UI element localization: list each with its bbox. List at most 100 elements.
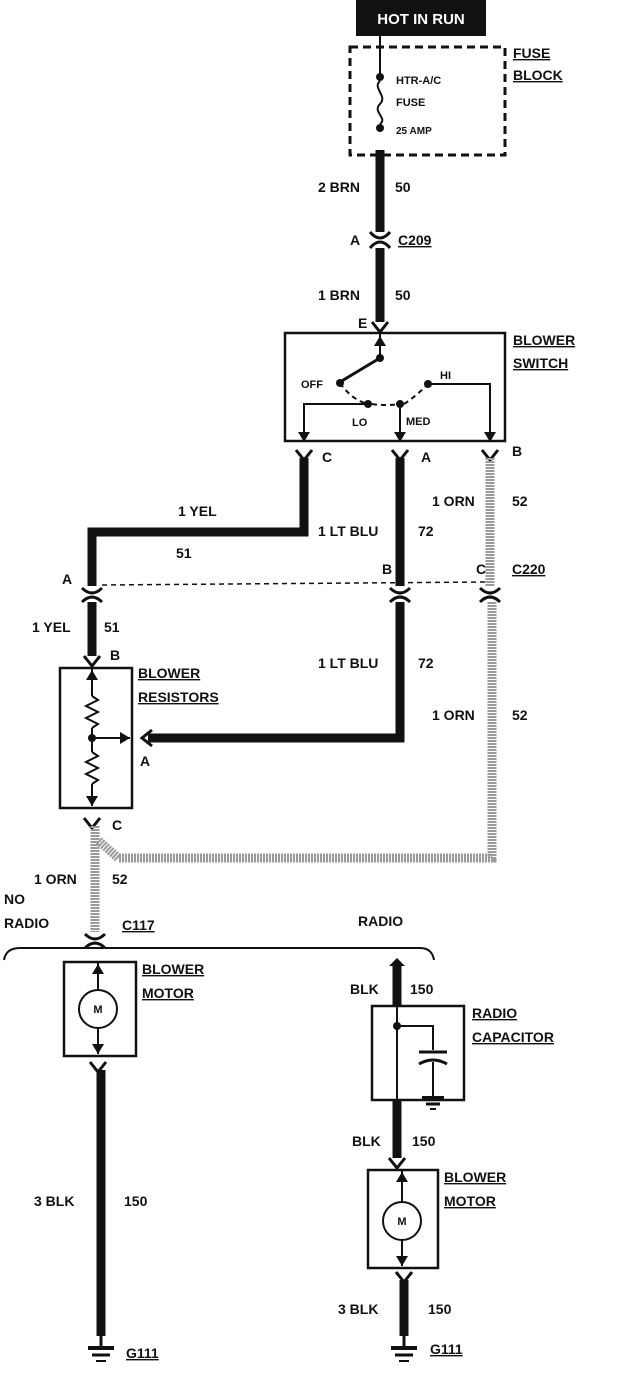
fuse-terminal-top bbox=[376, 73, 384, 81]
radio-capacitor-plate-bottom bbox=[418, 1058, 448, 1066]
switch-pin-e: E bbox=[358, 315, 367, 331]
radio-capacitor-title-line2: CAPACITOR bbox=[472, 1029, 554, 1045]
fuse-block-title-line2: BLOCK bbox=[513, 67, 563, 83]
fuse-terminal-bottom bbox=[376, 124, 384, 132]
hot-in-run-label: HOT IN RUN bbox=[377, 11, 465, 28]
wire-2-brn-label: 2 BRN bbox=[318, 179, 360, 195]
connector-c220-b-symbol bbox=[388, 586, 412, 604]
ground-right-label: G111 bbox=[430, 1341, 463, 1357]
wire-1-yel-top bbox=[87, 458, 309, 586]
wire-1-ltblu-top-label: 1 LT BLU bbox=[318, 523, 378, 539]
resistors-arrow-bottom bbox=[86, 796, 98, 806]
wire-3-blk-left-label: 3 BLK bbox=[34, 1193, 74, 1209]
blower-motor-right-arrow-bottom bbox=[396, 1256, 408, 1266]
switch-hi-path bbox=[428, 383, 491, 440]
wire-1-orn-low-circuit: 52 bbox=[112, 871, 128, 887]
wire-1-yel-low-circuit: 51 bbox=[104, 619, 120, 635]
connector-c220-a-symbol bbox=[80, 586, 104, 604]
connector-c117-label: C117 bbox=[122, 917, 155, 933]
resistors-tap-arrow bbox=[120, 732, 130, 744]
wire-blk-r2-circuit: 150 bbox=[412, 1133, 436, 1149]
resistors-pin-a: A bbox=[140, 753, 150, 769]
switch-lo-path bbox=[303, 403, 368, 440]
switch-pin-c: C bbox=[322, 449, 332, 465]
switch-pin-e-terminal bbox=[370, 321, 390, 335]
switch-dashed-arc bbox=[339, 382, 427, 406]
radio-capacitor-box bbox=[370, 1004, 466, 1102]
blower-motor-left-symbol-letter: M bbox=[93, 1004, 102, 1016]
blower-resistors-title-line2: RESISTORS bbox=[138, 689, 219, 705]
blower-motor-left-box bbox=[62, 960, 138, 1058]
wire-3-blk-right-label: 3 BLK bbox=[338, 1301, 378, 1317]
connector-c117-symbol bbox=[83, 932, 107, 950]
wire-1-yel-top-label: 1 YEL bbox=[178, 503, 217, 519]
radio-capacitor-title-line1: RADIO bbox=[472, 1005, 517, 1021]
blower-motor-left-arrow-top bbox=[92, 964, 104, 974]
wire-1-brn-label: 1 BRN bbox=[318, 287, 360, 303]
connector-c209-pin: A bbox=[350, 232, 360, 248]
wire-1-orn-top-label: 1 ORN bbox=[432, 493, 475, 509]
wire-2-brn-circuit: 50 bbox=[395, 179, 411, 195]
switch-pin-b: B bbox=[512, 443, 522, 459]
wire-blk-r1-terminal bbox=[389, 958, 405, 966]
resistors-pin-c: C bbox=[112, 817, 122, 833]
wire-blk-r1-circuit: 150 bbox=[410, 981, 434, 997]
fuse-block-outline bbox=[348, 45, 507, 157]
blower-motor-right-title-line1: BLOWER bbox=[444, 1169, 506, 1185]
wire-1-ltblu-low-label: 1 LT BLU bbox=[318, 655, 378, 671]
variant-no-radio-line1: NO bbox=[4, 891, 25, 907]
blower-motor-left-title-line2: MOTOR bbox=[142, 985, 194, 1001]
connector-c209-label: C209 bbox=[398, 232, 432, 248]
wire-3-blk-left-circuit: 150 bbox=[124, 1193, 148, 1209]
resistors-pin-a-terminal bbox=[139, 728, 153, 748]
fuse-element bbox=[376, 80, 384, 125]
wire-1-ltblu-low bbox=[148, 602, 405, 743]
wire-1-yel-top-circuit: 51 bbox=[176, 545, 192, 561]
ground-right-icon bbox=[391, 1336, 417, 1362]
hot-in-run-banner bbox=[356, 0, 486, 36]
radio-capacitor-branch bbox=[397, 1025, 434, 1050]
wire-1-orn-mid-label: 1 ORN bbox=[432, 707, 475, 723]
variant-no-radio-line2: RADIO bbox=[4, 915, 49, 931]
switch-pos-med: MED bbox=[406, 416, 431, 428]
connector-c220-pin-c: C bbox=[476, 561, 486, 577]
switch-hi-arrow bbox=[484, 432, 496, 442]
wire-1-orn-top-circuit: 52 bbox=[512, 493, 528, 509]
wire-1-orn-mid-circuit: 52 bbox=[512, 707, 528, 723]
resistor-lower bbox=[83, 751, 101, 785]
radio-capacitor-ground-icon bbox=[422, 1096, 444, 1110]
blower-switch-title-line1: BLOWER bbox=[513, 332, 575, 348]
fuse-name-line1: HTR-A/C bbox=[396, 75, 441, 87]
switch-med-arrow bbox=[394, 432, 406, 442]
blower-switch-title-line2: SWITCH bbox=[513, 355, 568, 371]
variant-bracket bbox=[3, 947, 435, 961]
ground-left-label: G111 bbox=[126, 1345, 159, 1361]
blower-motor-right-arrow-top bbox=[396, 1172, 408, 1182]
switch-blade bbox=[339, 356, 381, 384]
connector-c209-symbol bbox=[368, 230, 392, 250]
blower-motor-right-title-line2: MOTOR bbox=[444, 1193, 496, 1209]
connector-c220-c-symbol bbox=[478, 586, 502, 604]
ground-left-icon bbox=[88, 1336, 114, 1362]
switch-pos-hi: HI bbox=[440, 370, 451, 382]
blower-motor-left-title-line1: BLOWER bbox=[142, 961, 204, 977]
fuse-block-title-line1: FUSE bbox=[513, 45, 550, 61]
resistor-upper bbox=[83, 695, 101, 729]
blower-switch-box bbox=[283, 331, 507, 443]
wire-1-brn-circuit: 50 bbox=[395, 287, 411, 303]
resistors-arrow-top bbox=[86, 670, 98, 680]
connector-c220-pin-a: A bbox=[62, 571, 72, 587]
wire-1-orn-mid bbox=[94, 602, 497, 863]
connector-c220-dashed-line bbox=[101, 581, 487, 586]
switch-common-arrow bbox=[374, 336, 386, 346]
wire-blk-r2-label: BLK bbox=[352, 1133, 381, 1149]
blower-motor-right-symbol-letter: M bbox=[397, 1216, 406, 1228]
fuse-rating: 25 AMP bbox=[396, 126, 432, 137]
blower-resistors-title-line1: BLOWER bbox=[138, 665, 200, 681]
connector-c220-pin-b: B bbox=[382, 561, 392, 577]
wire-blk-r1-label: BLK bbox=[350, 981, 379, 997]
blower-motor-left-arrow-bottom bbox=[92, 1044, 104, 1054]
switch-pos-off: OFF bbox=[301, 379, 323, 391]
resistors-pin-b: B bbox=[110, 647, 120, 663]
